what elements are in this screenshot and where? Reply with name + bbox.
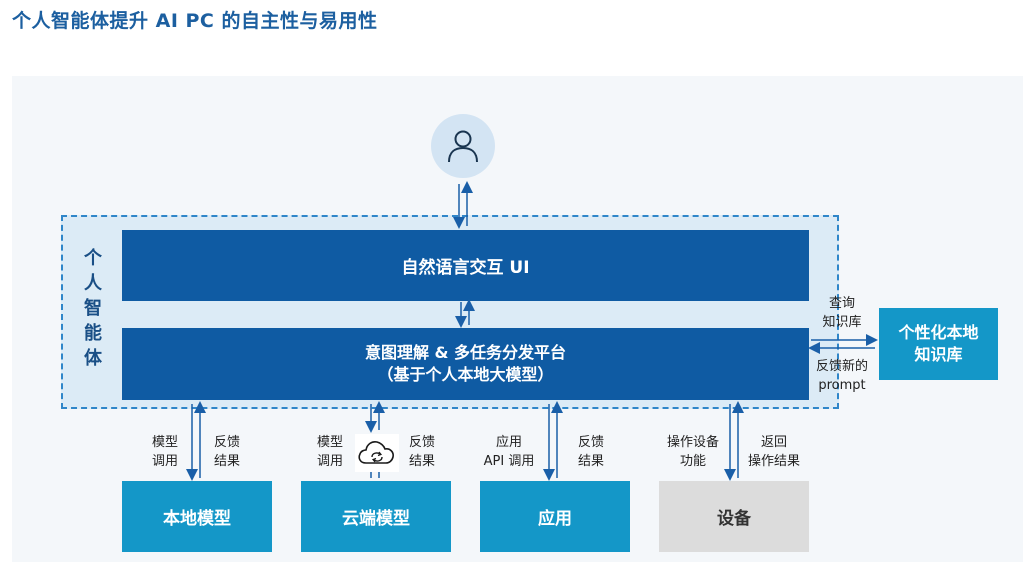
device-label: 设备 (717, 509, 751, 529)
local-model-call-line1: 模型 (151, 435, 178, 450)
cloud-model-label: 云端模型 (342, 509, 410, 529)
intent-platform-line1: 意图理解 & 多任务分发平台 (364, 343, 567, 362)
app-api-call-label: 应用 API 调用 (474, 433, 544, 471)
feedback-prompt-line2: prompt (818, 378, 866, 393)
local-model-call-label: 模型 调用 (140, 433, 190, 471)
knowledge-base-line2: 知识库 (914, 345, 963, 364)
device-operate-line1: 操作设备 (666, 435, 719, 450)
personal-agent-label: 个 人 智 能 体 (76, 246, 110, 371)
local-model-call-line2: 调用 (151, 454, 178, 469)
device-operate-label: 操作设备 功能 (658, 433, 728, 471)
query-knowledge-label: 查询 知识库 (812, 294, 872, 332)
query-knowledge-line1: 查询 (828, 296, 855, 311)
device-result-line1: 返回 (760, 435, 787, 450)
agent-label-char: 个 (84, 248, 102, 269)
local-model-feedback-line2: 结果 (213, 454, 240, 469)
app-feedback-label: 反馈 结果 (566, 433, 616, 471)
agent-label-char: 智 (84, 298, 102, 319)
cloud-model-feedback-line1: 反馈 (408, 435, 435, 450)
cloud-model-feedback-label: 反馈 结果 (397, 433, 447, 471)
cloud-model-call-line1: 模型 (316, 435, 343, 450)
local-knowledge-base-box: 个性化本地 知识库 (879, 308, 998, 380)
cloud-sync-icon (355, 434, 399, 472)
app-feedback-line2: 结果 (577, 454, 604, 469)
device-operate-line2: 功能 (679, 454, 706, 469)
device-result-line2: 操作结果 (747, 454, 800, 469)
local-model-box: 本地模型 (122, 481, 272, 552)
agent-label-char: 能 (84, 323, 102, 344)
agent-label-char: 人 (84, 273, 102, 294)
intent-platform-bar: 意图理解 & 多任务分发平台 （基于个人本地大模型） (122, 328, 809, 400)
app-api-call-line2: API 调用 (483, 454, 535, 469)
knowledge-base-line1: 个性化本地 (898, 323, 979, 342)
device-result-label: 返回 操作结果 (741, 433, 807, 471)
local-model-feedback-label: 反馈 结果 (202, 433, 252, 471)
intent-platform-line2: （基于个人本地大模型） (377, 365, 554, 384)
feedback-prompt-label: 反馈新的 prompt (808, 357, 876, 395)
natural-language-ui-bar: 自然语言交互 UI (122, 230, 809, 301)
agent-label-char: 体 (84, 348, 102, 369)
application-box: 应用 (480, 481, 630, 552)
natural-language-ui-label: 自然语言交互 UI (401, 258, 530, 278)
cloud-model-box: 云端模型 (301, 481, 451, 552)
device-box: 设备 (659, 481, 809, 552)
feedback-prompt-line1: 反馈新的 (815, 359, 868, 374)
local-model-feedback-line1: 反馈 (213, 435, 240, 450)
app-api-call-line1: 应用 (495, 435, 522, 450)
page-title: 个人智能体提升 AI PC 的自主性与易用性 (12, 10, 378, 32)
user-node (431, 114, 495, 178)
user-icon (448, 130, 478, 163)
app-feedback-line1: 反馈 (577, 435, 604, 450)
cloud-model-call-label: 模型 调用 (305, 433, 355, 471)
local-model-label: 本地模型 (163, 509, 231, 529)
cloud-model-feedback-line2: 结果 (408, 454, 435, 469)
cloud-model-call-line2: 调用 (316, 454, 343, 469)
application-label: 应用 (538, 509, 572, 529)
query-knowledge-line2: 知识库 (822, 315, 862, 330)
